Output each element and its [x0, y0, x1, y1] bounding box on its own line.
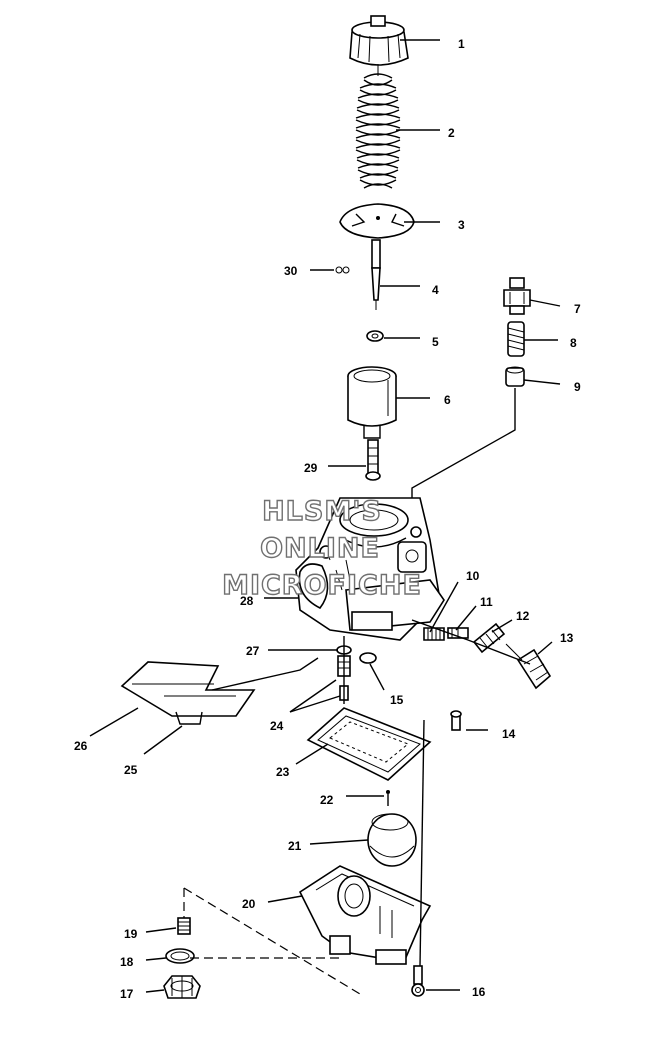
part-19-plug	[177, 917, 191, 935]
callout-16: 16	[472, 985, 486, 999]
callout-4: 4	[432, 283, 439, 297]
callout-24: 24	[270, 719, 284, 733]
callout-14: 14	[502, 727, 516, 741]
callout-12: 12	[516, 609, 530, 623]
callout-11: 11	[480, 595, 493, 609]
callout-10: 10	[466, 569, 480, 583]
callout-13: 13	[560, 631, 574, 645]
part-9-nut	[505, 366, 525, 387]
watermark-line-3: MICROFICHE	[222, 570, 422, 601]
part-29-screw	[365, 439, 381, 481]
callout-5: 5	[432, 335, 439, 349]
part-17-nut	[163, 975, 201, 999]
callout-27: 27	[246, 644, 260, 658]
watermark: HLSM'S ONLINE MICROFICHE	[221, 495, 422, 601]
leader-lines	[89, 39, 561, 993]
watermark-line-2: ONLINE	[260, 533, 380, 564]
part-23-gasket	[306, 707, 432, 781]
carburetor-body	[295, 497, 445, 641]
callout-29: 29	[304, 461, 318, 475]
part-14-screw	[450, 710, 462, 731]
part-4-needle	[371, 239, 381, 310]
callout-28: 28	[240, 594, 254, 608]
callout-1: 1	[458, 37, 465, 51]
callout-25: 25	[124, 763, 138, 777]
callout-9: 9	[574, 380, 581, 394]
part-13-screw	[505, 643, 552, 690]
part-2-spring	[355, 64, 401, 189]
part-20-bowl	[298, 865, 432, 965]
part-5-washer	[366, 330, 384, 342]
callout-15: 15	[390, 693, 404, 707]
part-6-slide	[347, 366, 397, 439]
callout-23: 23	[276, 765, 290, 779]
callout-18: 18	[120, 955, 134, 969]
callout-3: 3	[458, 218, 465, 232]
callout-30: 30	[284, 264, 298, 278]
part-30-clip	[335, 266, 350, 274]
part-7-fitting	[503, 277, 531, 315]
part-10-spring	[423, 627, 445, 641]
part-18-oring	[165, 948, 195, 964]
callout-26: 26	[74, 739, 88, 753]
callout-7: 7	[574, 302, 581, 316]
callout-21: 21	[288, 839, 302, 853]
callout-19: 19	[124, 927, 138, 941]
part-26-gauge	[120, 657, 319, 725]
part-21-float	[367, 813, 417, 867]
part-3-plate	[339, 203, 415, 239]
callout-8: 8	[570, 336, 577, 350]
dashed-line-2	[183, 887, 361, 995]
watermark-line-1: HLSM'S	[262, 496, 382, 527]
part-16-screw	[411, 965, 425, 997]
callout-labels: 1 2 3 30 4 5 6 7 8 9 29 10 11 12 13 28 2…	[74, 37, 581, 1001]
part-15-nozzle	[359, 652, 377, 664]
callout-17: 17	[120, 987, 134, 1001]
part-22-pin	[386, 790, 390, 806]
callout-20: 20	[242, 897, 256, 911]
leader-right-axis	[411, 619, 531, 665]
callout-6: 6	[444, 393, 451, 407]
part-8-spring	[507, 321, 525, 357]
part-1-cap	[349, 15, 409, 66]
callout-2: 2	[448, 126, 455, 140]
callout-22: 22	[320, 793, 334, 807]
leader-vertical-right	[419, 719, 425, 967]
